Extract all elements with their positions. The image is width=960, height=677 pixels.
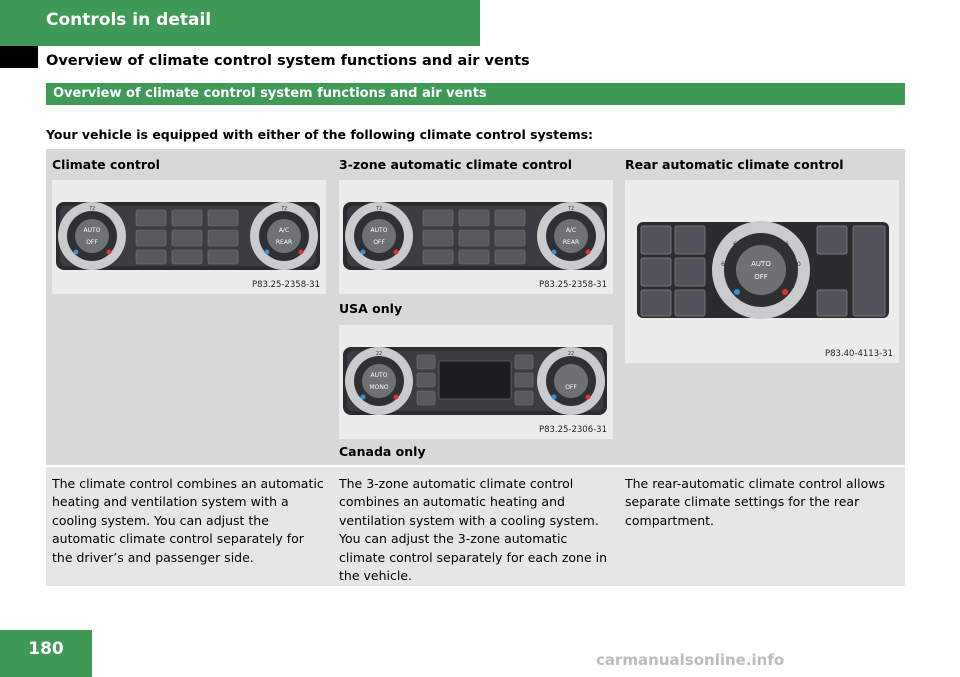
section-title: Controls in detail bbox=[46, 10, 212, 30]
svg-text:OFF: OFF bbox=[565, 384, 577, 391]
caption-usa-only: USA only bbox=[339, 301, 403, 316]
svg-text:76: 76 bbox=[781, 241, 789, 248]
section-bar: Overview of climate control system funct… bbox=[46, 83, 905, 105]
svg-text:80: 80 bbox=[793, 261, 801, 268]
page-number: 180 bbox=[28, 639, 64, 659]
header-bar: Controls in detail bbox=[0, 0, 480, 46]
svg-text:68: 68 bbox=[733, 241, 741, 248]
svg-text:OFF: OFF bbox=[373, 239, 385, 246]
svg-text:AUTO: AUTO bbox=[751, 260, 771, 268]
svg-text:72: 72 bbox=[376, 206, 382, 212]
watermark: carmanualsonline.info bbox=[596, 651, 785, 669]
description-3-zone: The 3-zone automatic climate control com… bbox=[339, 476, 608, 584]
svg-text:REAR: REAR bbox=[276, 239, 292, 246]
column-heading-3-zone: 3-zone automatic climate control bbox=[339, 157, 573, 172]
section-bar-title: Overview of climate control system funct… bbox=[53, 86, 487, 101]
svg-text:72: 72 bbox=[568, 206, 574, 212]
table-description-row: The climate control combines an automati… bbox=[46, 467, 905, 586]
svg-text:REAR: REAR bbox=[563, 239, 579, 246]
svg-text:AUTO: AUTO bbox=[84, 227, 101, 234]
svg-text:60: 60 bbox=[727, 283, 735, 290]
intro-text: Your vehicle is equipped with either of … bbox=[46, 127, 594, 142]
svg-text:72: 72 bbox=[89, 206, 95, 212]
svg-text:72: 72 bbox=[757, 233, 765, 240]
svg-text:A/C: A/C bbox=[279, 227, 289, 234]
svg-text:22: 22 bbox=[568, 351, 574, 357]
svg-text:OFF: OFF bbox=[86, 239, 98, 246]
page-number-block: 180 bbox=[0, 630, 92, 677]
svg-text:84: 84 bbox=[787, 283, 795, 290]
3-zone-canada-panel-image: AUTO MONO OFF 22 22 P83.25-2306-31 bbox=[339, 325, 613, 439]
rear-climate-control-panel-image: AUTO OFF 72 76 80 84 60 64 68 P83.40-411… bbox=[625, 180, 899, 363]
description-climate-control: The climate control combines an automati… bbox=[52, 476, 324, 565]
image-code: P83.40-4113-31 bbox=[824, 349, 893, 359]
caption-canada-only: Canada only bbox=[339, 444, 426, 459]
3-zone-usa-panel-image: AUTO OFF A/C REAR 72 72 P83.25-2358-31 bbox=[339, 180, 613, 294]
image-code: P83.25-2358-31 bbox=[251, 280, 320, 290]
table-image-row: Climate control 3-zone automatic climate… bbox=[46, 149, 905, 465]
svg-text:64: 64 bbox=[721, 261, 729, 268]
page-subtitle: Overview of climate control system funct… bbox=[46, 53, 530, 69]
svg-text:AUTO: AUTO bbox=[371, 372, 388, 379]
column-heading-climate-control: Climate control bbox=[52, 157, 160, 172]
svg-text:AUTO: AUTO bbox=[371, 227, 388, 234]
climate-control-panel-image: AUTO OFF A/C REAR 72 72 P83.25-2358-31 bbox=[52, 180, 326, 294]
corner-block bbox=[0, 46, 38, 68]
description-rear: The rear-automatic climate control allow… bbox=[625, 476, 885, 528]
svg-text:A/C: A/C bbox=[566, 227, 576, 234]
svg-text:OFF: OFF bbox=[754, 273, 768, 281]
column-heading-rear: Rear automatic climate control bbox=[625, 157, 844, 172]
svg-text:22: 22 bbox=[376, 351, 382, 357]
image-code: P83.25-2358-31 bbox=[538, 280, 607, 290]
svg-text:72: 72 bbox=[281, 206, 287, 212]
svg-text:MONO: MONO bbox=[369, 384, 388, 391]
image-code: P83.25-2306-31 bbox=[538, 425, 607, 435]
